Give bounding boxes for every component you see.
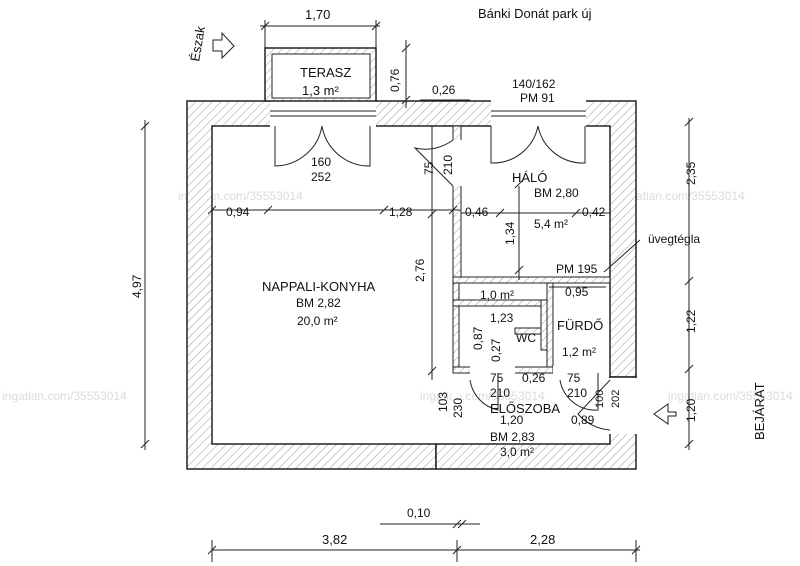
terrace-area: 1,3 m² (302, 83, 340, 98)
door-furdo-width: 75 (567, 371, 581, 385)
watermark: ingatlan.com/35553014 (620, 189, 745, 203)
dim-0-94: 0,94 (226, 205, 250, 219)
dim-0-27: 0,27 (489, 338, 503, 362)
wc-area: 1,0 m² (480, 288, 514, 302)
dim-0-87: 0,87 (471, 326, 485, 350)
living-area: 20,0 m² (297, 314, 338, 328)
eloszoba-area: 3,0 m² (500, 445, 534, 459)
halo-area: 5,4 m² (534, 217, 568, 231)
door-entrance-width: 100 (594, 390, 606, 408)
opening-width: 103 (436, 392, 450, 412)
terrace (264, 47, 377, 102)
watermark: ingatlan.com/35553014 (2, 389, 127, 403)
entrance-arrow-icon (653, 403, 677, 425)
eloszoba-height: BM 2,83 (490, 430, 535, 444)
dim-0-26b: 0,26 (522, 371, 546, 385)
dim-1-28: 1,28 (389, 205, 413, 219)
openings (270, 100, 637, 436)
eloszoba-name: ELŐSZOBA (490, 401, 560, 416)
north-label: Észak (187, 25, 208, 63)
door-furdo-height: 210 (567, 386, 587, 400)
dim-2-35: 2,35 (684, 161, 698, 185)
dim-1-20: 1,20 (684, 398, 698, 422)
dim-0-89: 0,89 (571, 413, 595, 427)
dim-2-28: 2,28 (530, 532, 555, 547)
dim-0-76: 0,76 (388, 68, 402, 92)
north-arrow-icon (212, 31, 235, 60)
dim-0-42: 0,42 (582, 205, 606, 219)
window-parapet: PM 91 (520, 91, 555, 105)
terrace-name: TERASZ (300, 65, 351, 80)
dimension-lines (140, 20, 694, 562)
watermark: ingatlan.com/35553014 (668, 389, 793, 403)
furdo-area: 1,2 m² (562, 345, 596, 359)
opening-height: 230 (451, 398, 465, 418)
dim-0-95: 0,95 (565, 285, 589, 299)
plan-title: Bánki Donát park új (478, 6, 592, 21)
dim-3-82: 3,82 (322, 532, 347, 547)
dim-1-34: 1,34 (503, 221, 517, 245)
door-wc-height: 210 (490, 386, 510, 400)
pm-195: PM 195 (556, 262, 598, 276)
living-name: NAPPALI-KONYHA (262, 279, 376, 294)
door-swings (274, 125, 611, 431)
window-size: 140/162 (512, 77, 556, 91)
halo-height: BM 2,80 (534, 186, 579, 200)
interior-walls (452, 125, 611, 374)
door-halo-width: 75 (422, 161, 436, 175)
watermarks: ingatlan.com/35553014 ingatlan.com/35553… (2, 189, 793, 403)
dim-2-76: 2,76 (413, 258, 427, 282)
window-frames (270, 110, 586, 117)
door-terrace-height: 252 (311, 170, 331, 184)
watermark: ingatlan.com/35553014 (420, 389, 545, 403)
dim-0-26: 0,26 (432, 83, 456, 97)
glass-brick-label: üvegtégla (648, 232, 700, 246)
door-terrace-width: 160 (311, 155, 331, 169)
dim-1-23: 1,23 (490, 311, 514, 325)
exterior-walls (186, 100, 637, 470)
furdo-name: FÜRDŐ (557, 318, 603, 333)
dim-4-97: 4,97 (130, 274, 144, 298)
halo-name: HÁLÓ (512, 170, 547, 185)
entrance-label: BEJÁRAT (752, 382, 767, 440)
dim-1-70: 1,70 (305, 7, 330, 22)
dim-0-46: 0,46 (465, 205, 489, 219)
wc-name: WC (516, 331, 536, 345)
dim-1-22: 1,22 (684, 309, 698, 333)
door-entrance-height: 202 (610, 390, 622, 408)
door-wc-width: 75 (490, 371, 504, 385)
door-halo-height: 210 (441, 155, 455, 175)
living-height: BM 2,82 (296, 296, 341, 310)
dim-1-20b: 1,20 (500, 413, 524, 427)
dim-0-10: 0,10 (407, 506, 431, 520)
plan-labels: 1,70 0,76 0,26 TERASZ 1,3 m² 160 252 140… (130, 7, 700, 547)
